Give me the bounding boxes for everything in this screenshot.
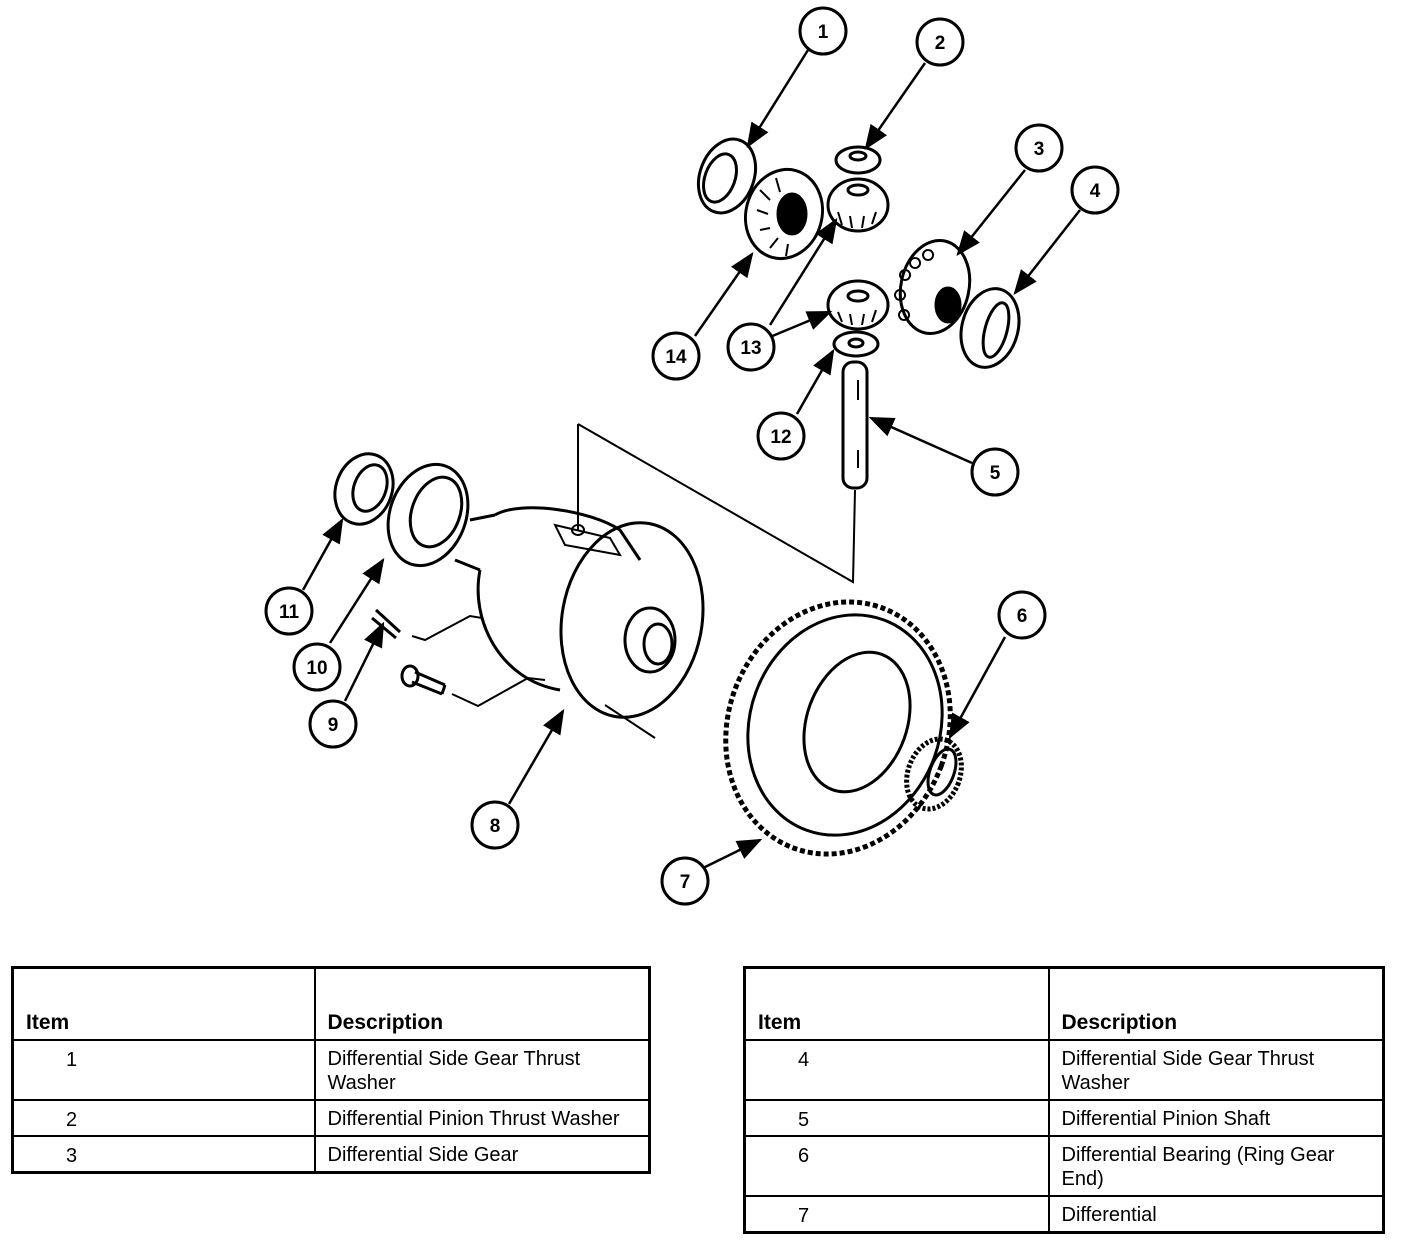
part-13-pinion-gear-upper [826,177,890,233]
part-bolt [400,664,447,696]
item-number: 4 [743,1039,1050,1101]
part-11-bearing [333,452,395,526]
svg-text:13: 13 [740,338,761,359]
callout-10: 10 [292,642,342,692]
part-10-gear [386,462,470,568]
callout-6: 6 [997,590,1047,640]
item-description: Differential Bearing (Ring Gear End) [1047,1135,1385,1197]
svg-text:7: 7 [680,872,691,893]
part-8-differential-case [454,506,705,719]
column-header-item: Item [743,966,1050,1041]
table-row: 2 Differential Pinion Thrust Washer [11,1099,651,1137]
callouts: 1 2 3 4 5 6 7 8 9 10 11 12 13 14 [264,6,1120,906]
table-row: 6 Differential Bearing (Ring Gear End) [743,1135,1385,1197]
callout-11: 11 [264,586,314,636]
svg-text:5: 5 [990,463,1001,484]
item-description: Differential Side Gear Thrust Washer [313,1039,651,1101]
callout-9: 9 [308,699,358,749]
svg-text:10: 10 [306,658,327,679]
table-row: 5 Differential Pinion Shaft [743,1099,1385,1137]
part-14-side-gear [743,167,825,261]
callout-8: 8 [470,800,520,850]
svg-text:2: 2 [935,33,946,54]
callout-12: 12 [756,411,806,461]
item-description: Differential Side Gear Thrust Washer [1047,1039,1385,1101]
table-header-row: Item Description [743,966,1385,1041]
callout-7: 7 [660,856,710,906]
part-2-pinion-washer [834,145,882,175]
item-description: Differential Pinion Shaft [1047,1099,1385,1137]
item-description: Differential Pinion Thrust Washer [313,1099,651,1137]
exploded-diagram: 1 2 3 4 5 6 7 8 9 10 11 12 13 14 [264,6,1120,906]
svg-text:12: 12 [770,427,791,448]
part-13-pinion-gear-lower [826,279,890,331]
callout-3: 3 [1014,123,1064,173]
item-description: Differential Side Gear [313,1135,651,1174]
svg-text:11: 11 [279,602,300,623]
callout-1: 1 [798,6,848,56]
table-row: 7 Differential [743,1195,1385,1234]
part-12-pinion-washer [832,330,880,358]
item-number: 1 [11,1039,316,1101]
table-header-row: Item Description [11,966,651,1041]
svg-text:1: 1 [818,22,829,43]
item-number: 7 [743,1195,1050,1234]
column-header-description: Description [313,966,651,1041]
part-6-bearing [904,736,964,812]
svg-text:6: 6 [1017,606,1028,627]
leader-lines [301,49,1081,872]
svg-text:9: 9 [328,715,339,736]
item-number: 3 [11,1135,316,1174]
callout-4: 4 [1070,165,1120,215]
callout-14: 14 [651,331,701,381]
item-number: 6 [743,1135,1050,1197]
callout-2: 2 [915,17,965,67]
item-number: 5 [743,1099,1050,1137]
svg-text:8: 8 [490,816,501,837]
callout-5: 5 [970,447,1020,497]
svg-text:4: 4 [1090,181,1101,202]
table-row: 4 Differential Side Gear Thrust Washer [743,1039,1385,1101]
parts-table-right: Item Description 4 Differential Side Gea… [743,966,1385,1234]
part-9-pin [371,608,402,640]
table-row: 1 Differential Side Gear Thrust Washer [11,1039,651,1101]
svg-text:3: 3 [1034,139,1045,160]
callout-13: 13 [726,322,776,372]
part-4-thrust-washer [959,287,1021,369]
column-header-item: Item [11,966,316,1041]
item-description: Differential [1047,1195,1385,1234]
column-header-description: Description [1047,966,1385,1041]
item-number: 2 [11,1099,316,1137]
part-1-thrust-washer [696,137,758,215]
svg-text:14: 14 [665,347,687,368]
part-3-side-gear [894,238,972,336]
part-5-pinion-shaft [841,360,869,490]
table-row: 3 Differential Side Gear [11,1135,651,1174]
part-7-ring-gear [723,599,953,857]
parts-table-left: Item Description 1 Differential Side Gea… [11,966,651,1174]
